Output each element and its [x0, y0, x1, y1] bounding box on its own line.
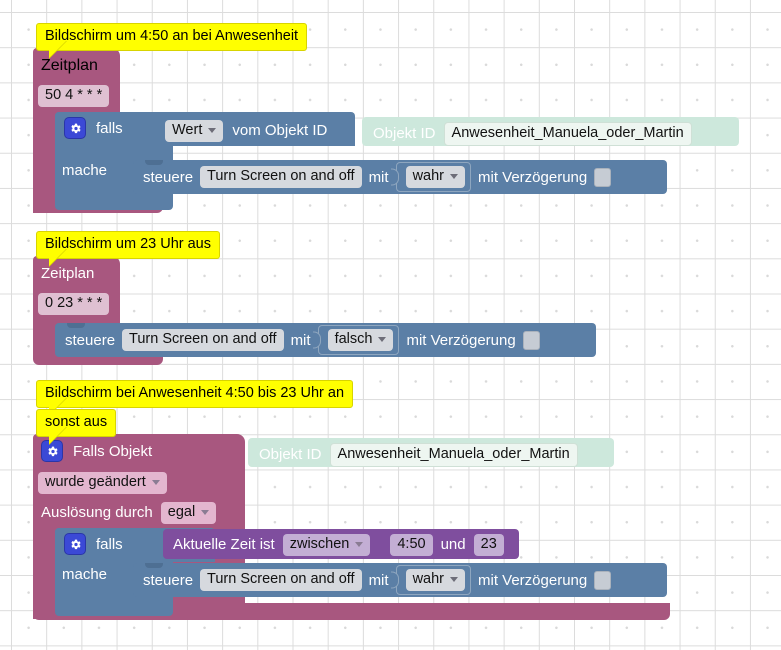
cron-value[interactable]: 50 4 * * * — [38, 85, 110, 107]
control-target[interactable]: Turn Screen on and off — [122, 329, 284, 351]
cron-field-2[interactable]: 0 23 * * * — [38, 293, 110, 315]
bool-dropdown[interactable]: wahr — [405, 166, 465, 188]
control-label: steuere — [143, 571, 194, 589]
object-trigger-label: Falls Objekt — [73, 442, 153, 460]
time-from-field[interactable]: 4:50 — [390, 534, 433, 556]
if-label: falls — [96, 535, 123, 553]
delay-checkbox[interactable] — [594, 570, 612, 590]
time-label: Aktuelle Zeit ist — [173, 536, 275, 554]
trigger-by-row[interactable]: Auslösung durch egal — [41, 502, 217, 524]
object-id-label: Objekt ID — [373, 125, 436, 143]
control-statement-2[interactable]: steuere Turn Screen on and off mit falsc… — [55, 323, 596, 357]
delay-label: mit Verzögerung — [478, 168, 588, 186]
and-label: und — [440, 536, 466, 554]
bool-socket[interactable]: falsch — [317, 325, 400, 355]
object-id-value[interactable]: Anwesenheit_Manuela_oder_Martin — [329, 443, 578, 467]
if-row-1[interactable]: falls — [64, 117, 123, 139]
object-trigger-header[interactable]: Falls Objekt — [41, 440, 152, 462]
control-statement-1[interactable]: steuere Turn Screen on and off mit wahr … — [133, 160, 667, 194]
gear-icon[interactable] — [64, 533, 86, 555]
chevron-down-icon — [355, 541, 364, 547]
delay-label: mit Verzögerung — [478, 571, 588, 589]
chevron-down-icon — [378, 336, 387, 342]
trigger-by-label: Auslösung durch — [41, 504, 153, 522]
value-condition-1[interactable]: Wert vom Objekt ID — [165, 120, 327, 142]
do-label-1: mache — [62, 162, 108, 179]
cron-value[interactable]: 0 23 * * * — [38, 293, 110, 315]
comment-bubble[interactable]: Bildschirm um 4:50 an bei Anwesenheit — [36, 23, 308, 51]
trigger-by-dropdown[interactable]: egal — [160, 502, 217, 524]
time-to-field[interactable]: 23 — [473, 534, 504, 556]
schedule-label-2: Zeitplan — [41, 265, 95, 282]
do-label-3: mache — [62, 566, 108, 583]
control-label: steuere — [143, 168, 194, 186]
change-dropdown[interactable]: wurde geändert — [38, 472, 167, 494]
control-target[interactable]: Turn Screen on and off — [200, 569, 362, 591]
gear-icon[interactable] — [41, 440, 63, 462]
cron-field-1[interactable]: 50 4 * * * — [38, 85, 110, 107]
bool-dropdown[interactable]: wahr — [405, 569, 465, 591]
with-label: mit — [290, 331, 311, 349]
bool-dropdown[interactable]: falsch — [327, 329, 394, 351]
delay-checkbox[interactable] — [522, 330, 540, 350]
object-id-value[interactable]: Anwesenheit_Manuela_oder_Martin — [443, 122, 692, 146]
control-label: steuere — [65, 331, 116, 349]
chevron-down-icon — [450, 173, 458, 179]
change-dropdown-row[interactable]: wurde geändert — [38, 472, 167, 494]
object-id-row-3[interactable]: Objekt ID Anwesenheit_Manuela_oder_Marti… — [259, 443, 578, 467]
object-id-row-1[interactable]: Objekt ID Anwesenheit_Manuela_oder_Marti… — [373, 122, 692, 146]
if-label: falls — [96, 119, 123, 137]
bool-socket[interactable]: wahr — [395, 565, 471, 595]
if-row-3[interactable]: falls — [64, 533, 123, 555]
value-dropdown[interactable]: Wert — [165, 120, 224, 142]
time-operator-dropdown[interactable]: zwischen — [282, 534, 371, 556]
bool-socket[interactable]: wahr — [395, 162, 471, 192]
with-label: mit — [368, 571, 389, 589]
gear-icon[interactable] — [64, 117, 86, 139]
comment-bubble[interactable]: sonst aus — [36, 409, 117, 437]
delay-label: mit Verzögerung — [406, 331, 516, 349]
time-condition-row[interactable]: Aktuelle Zeit ist zwischen 4:50 und 23 — [173, 534, 504, 556]
delay-checkbox[interactable] — [594, 167, 612, 187]
comment-bubble[interactable]: Bildschirm bei Anwesenheit 4:50 bis 23 U… — [36, 380, 354, 408]
chevron-down-icon — [151, 479, 160, 485]
with-label: mit — [368, 168, 389, 186]
object-id-label: Objekt ID — [259, 446, 322, 464]
schedule-label-1: Zeitplan — [41, 57, 98, 74]
chevron-down-icon — [208, 127, 217, 133]
control-target[interactable]: Turn Screen on and off — [200, 166, 362, 188]
from-object-label: vom Objekt ID — [232, 122, 328, 140]
chevron-down-icon — [201, 509, 210, 515]
chevron-down-icon — [450, 576, 458, 582]
comment-bubble[interactable]: Bildschirm um 23 Uhr aus — [36, 231, 220, 259]
object-trigger-foot — [33, 603, 670, 620]
control-statement-3[interactable]: steuere Turn Screen on and off mit wahr … — [133, 563, 667, 597]
